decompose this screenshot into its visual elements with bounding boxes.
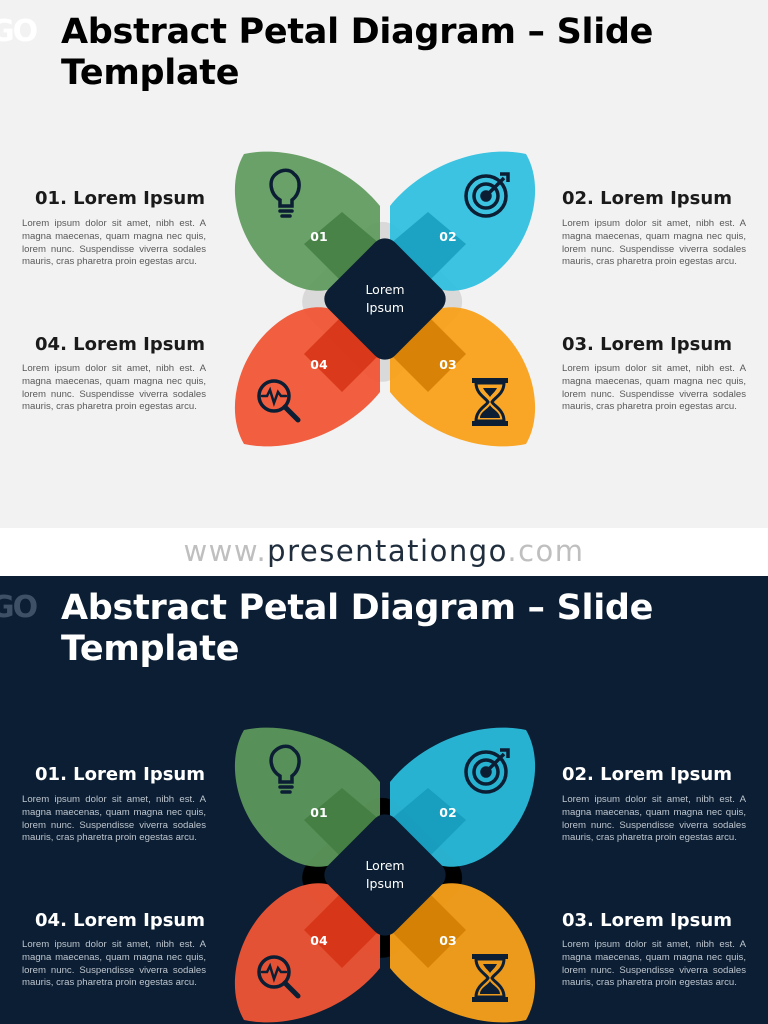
target-icon — [464, 748, 510, 794]
item-1-text: Lorem ipsum dolor sit amet, nibh est. A … — [22, 218, 206, 268]
magnifier-pulse-icon — [257, 955, 301, 999]
logo: GO — [0, 14, 38, 49]
logo: GO — [0, 590, 38, 625]
hourglass-icon — [472, 954, 508, 1002]
petal-number-04: 04 — [310, 357, 328, 372]
slide-title: Abstract Petal Diagram – Slide Template — [61, 12, 654, 93]
item-4-text: Lorem ipsum dolor sit amet, nibh est. A … — [22, 939, 206, 989]
item-1-heading: 01. Lorem Ipsum — [35, 188, 205, 209]
petal-diagram: 01 02 03 04 Lorem Ipsum — [230, 724, 540, 1024]
petal-number-03: 03 — [439, 933, 457, 948]
petal-number-04: 04 — [310, 933, 328, 948]
item-3-text: Lorem ipsum dolor sit amet, nibh est. A … — [562, 363, 746, 413]
lightbulb-icon — [269, 744, 301, 794]
petal-diagram-graphic — [234, 151, 536, 447]
center-label-line-2: Ipsum — [365, 876, 405, 891]
slide-dark: GO Abstract Petal Diagram – Slide Templa… — [0, 576, 768, 1024]
item-2-text: Lorem ipsum dolor sit amet, nibh est. A … — [562, 794, 746, 844]
magnifier-pulse-icon — [257, 379, 301, 423]
item-3-text: Lorem ipsum dolor sit amet, nibh est. A … — [562, 939, 746, 989]
center-label-line-1: Lorem — [365, 858, 405, 873]
footer-brand: presentationgo — [267, 534, 508, 568]
petal-diagram: 01 02 03 04 Lorem Ipsum — [230, 148, 540, 450]
petal-diagram-graphic — [234, 727, 536, 1023]
petal-number-03: 03 — [439, 357, 457, 372]
center-diamond — [324, 238, 446, 360]
petal-number-01: 01 — [310, 805, 328, 820]
center-diamond — [324, 814, 446, 936]
petal-number-02: 02 — [439, 229, 457, 244]
petal-number-02: 02 — [439, 805, 457, 820]
lightbulb-icon — [269, 168, 301, 218]
item-2-heading: 02. Lorem Ipsum — [562, 188, 732, 209]
item-3-heading: 03. Lorem Ipsum — [562, 334, 732, 355]
slide-light: GO Abstract Petal Diagram – Slide Templa… — [0, 0, 768, 528]
footer-url[interactable]: www.presentationgo.com — [0, 528, 768, 576]
petal-number-01: 01 — [310, 229, 328, 244]
item-4-heading: 04. Lorem Ipsum — [35, 334, 205, 355]
petal-02 — [390, 151, 536, 291]
center-label-line-1: Lorem — [365, 282, 405, 297]
center-label: Lorem Ipsum — [353, 857, 417, 893]
slide-title: Abstract Petal Diagram – Slide Template — [61, 588, 654, 669]
item-1-heading: 01. Lorem Ipsum — [35, 764, 205, 785]
footer-prefix: www. — [183, 534, 268, 568]
target-icon — [464, 172, 510, 218]
item-4-heading: 04. Lorem Ipsum — [35, 910, 205, 931]
hourglass-icon — [472, 378, 508, 426]
footer-suffix: .com — [507, 534, 585, 568]
center-label-line-2: Ipsum — [365, 300, 405, 315]
item-4-text: Lorem ipsum dolor sit amet, nibh est. A … — [22, 363, 206, 413]
item-1-text: Lorem ipsum dolor sit amet, nibh est. A … — [22, 794, 206, 844]
item-2-text: Lorem ipsum dolor sit amet, nibh est. A … — [562, 218, 746, 268]
item-3-heading: 03. Lorem Ipsum — [562, 910, 732, 931]
petal-02 — [390, 727, 536, 867]
center-label: Lorem Ipsum — [353, 281, 417, 317]
item-2-heading: 02. Lorem Ipsum — [562, 764, 732, 785]
